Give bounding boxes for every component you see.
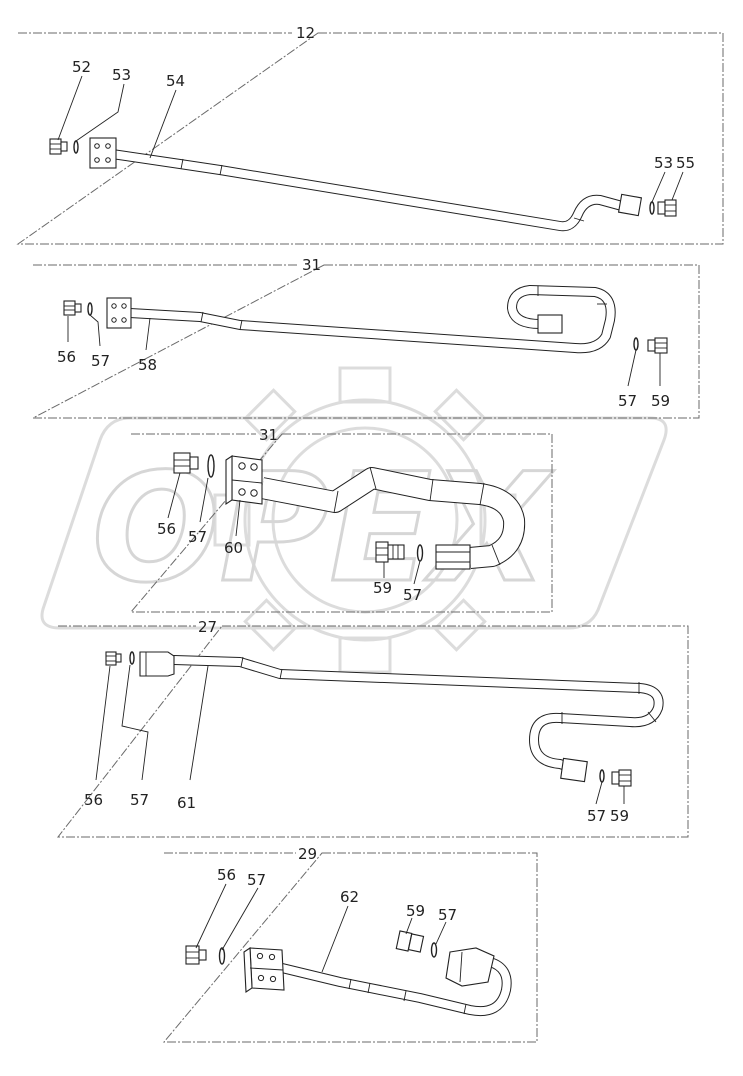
- washer-53: [73, 140, 79, 154]
- assembly-title: 31: [302, 256, 321, 274]
- watermark-plate: [40, 416, 668, 630]
- watermark-text: OPEX: [92, 442, 554, 616]
- assembly-title: 31: [259, 426, 278, 444]
- assembly-31-lower: 31: [129, 426, 553, 613]
- fitting-59: [375, 541, 405, 563]
- callout-55: 55: [676, 154, 695, 172]
- fitting-55: [657, 199, 677, 217]
- bolt-56: [63, 300, 82, 316]
- flange-block: [89, 137, 117, 169]
- pipe-61: [169, 655, 664, 771]
- bolt-56: [185, 945, 207, 965]
- flange-block: [225, 454, 263, 506]
- callout-53b: 53: [654, 154, 673, 172]
- assembly-title: 29: [298, 845, 317, 863]
- callout-56: 56: [217, 866, 236, 884]
- pipe-62: [277, 957, 512, 1016]
- washer-57-right: [599, 769, 605, 783]
- washer-57: [218, 947, 226, 965]
- assembly-title: 27: [198, 618, 217, 636]
- bolt-52: [49, 138, 68, 155]
- callout-58: 58: [138, 356, 157, 374]
- callout-59: 59: [651, 392, 670, 410]
- bolt-56: [105, 651, 122, 666]
- callout-57b: 57: [587, 807, 606, 825]
- assembly-31-upper: 31: [32, 256, 700, 419]
- flange-block: [243, 947, 285, 993]
- assembly-29: 29: [162, 845, 538, 1043]
- washer-57-right: [430, 942, 438, 958]
- callout-57b: 57: [403, 586, 422, 604]
- callout-56: 56: [84, 791, 103, 809]
- callout-59: 59: [373, 579, 392, 597]
- nut-fitting: [435, 544, 471, 570]
- callout-57b: 57: [618, 392, 637, 410]
- nut-fitting: [617, 193, 643, 217]
- assembly-frame: [56, 625, 689, 838]
- washer-57-right: [633, 337, 639, 351]
- washer-57: [129, 651, 135, 665]
- callout-54: 54: [166, 72, 185, 90]
- nut-fitting: [445, 947, 495, 987]
- callout-56: 56: [57, 348, 76, 366]
- fitting-59: [647, 337, 668, 354]
- callout-57: 57: [247, 871, 266, 889]
- assembly-12: 12: [16, 24, 724, 245]
- callout-53: 53: [112, 66, 131, 84]
- washer-57: [207, 454, 215, 478]
- callout-57: 57: [188, 528, 207, 546]
- callout-59: 59: [610, 807, 629, 825]
- callout-56: 56: [157, 520, 176, 538]
- nut-fitting: [537, 314, 563, 334]
- washer-53-right: [649, 201, 655, 215]
- assembly-frame: [16, 32, 724, 245]
- flange-block: [106, 297, 132, 329]
- pipe-58: [125, 285, 616, 354]
- watermark-logo: OPEX: [40, 366, 668, 674]
- callout-60: 60: [224, 539, 243, 557]
- callout-57: 57: [91, 352, 110, 370]
- nut-fitting: [560, 757, 588, 783]
- bolt-56: [173, 452, 199, 474]
- callout-52: 52: [72, 58, 91, 76]
- assembly-27: 27 56: [56, 618, 689, 838]
- callout-59: 59: [406, 902, 425, 920]
- callout-62: 62: [340, 888, 359, 906]
- assembly-frame: [162, 852, 538, 1043]
- assembly-title: 12: [296, 24, 315, 42]
- fitting-59: [395, 930, 425, 953]
- pipe-54: [107, 149, 627, 232]
- callout-61: 61: [177, 794, 196, 812]
- callout-57b: 57: [438, 906, 457, 924]
- callout-57: 57: [130, 791, 149, 809]
- assembly-frame: [32, 264, 700, 419]
- washer-57-lower: [416, 544, 424, 562]
- pipe-60: [259, 466, 526, 569]
- washer-57: [87, 302, 93, 316]
- assembly-frame: [129, 433, 553, 613]
- nut-fitting-left: [139, 651, 175, 677]
- fitting-59: [611, 769, 632, 787]
